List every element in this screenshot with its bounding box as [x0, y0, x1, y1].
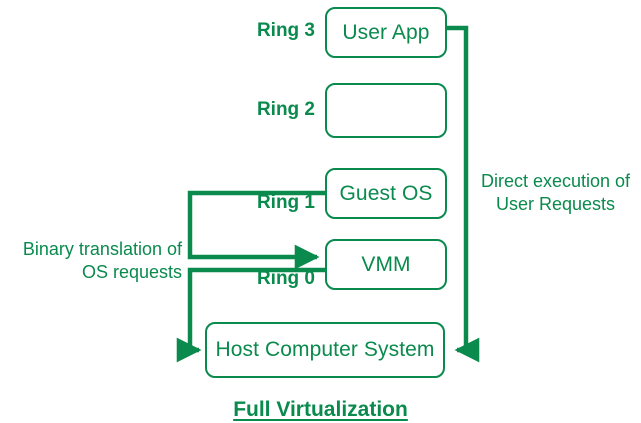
direct-execution-connector [447, 25, 480, 363]
guest-os-to-vmm-connector [187, 190, 325, 270]
node-host-computer-system[interactable]: Host Computer System [205, 322, 445, 378]
ring-label-ring-0: Ring 0 [256, 268, 315, 289]
ring-label-ring-2: Ring 2 [256, 99, 315, 120]
annotation-direct-execution: Direct execution of User Requests [480, 171, 631, 214]
ring-label-ring-3: Ring 3 [256, 20, 315, 41]
node-ring-2-empty[interactable] [325, 83, 447, 138]
node-guest-os[interactable]: Guest OS [325, 168, 447, 219]
vmm-to-host-connector [176, 267, 325, 363]
ring-label-ring-1: Ring 1 [256, 192, 315, 213]
annotation-binary-translation: Binary translation of OS requests [22, 239, 182, 282]
diagram-caption: Full Virtualization [233, 398, 408, 421]
node-user-app[interactable]: User App [325, 7, 447, 58]
node-vmm[interactable]: VMM [325, 239, 447, 290]
